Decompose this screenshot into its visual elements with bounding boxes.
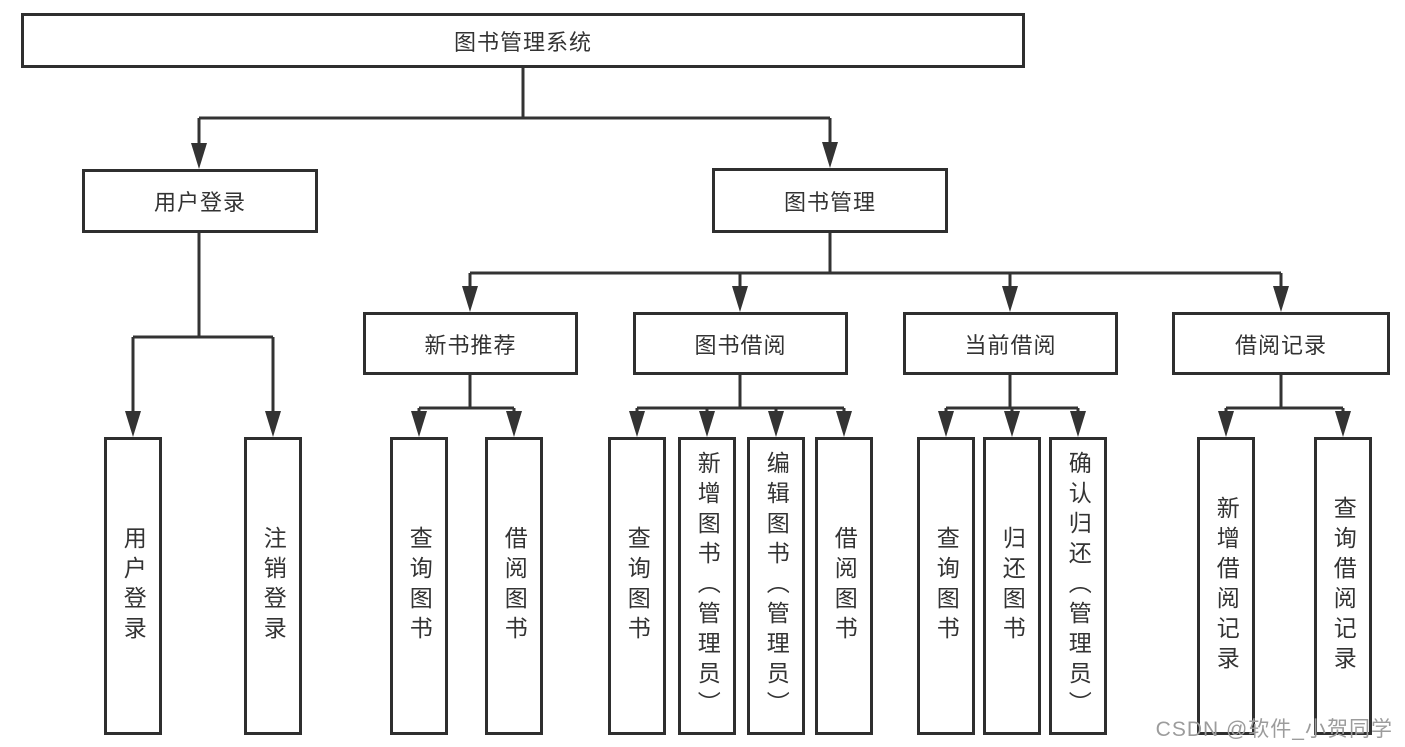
leaf-add-books-admin-label: 新增图书（管理员） [694,451,721,721]
leaf-query-books-recommend: 查询图书 [390,437,448,735]
leaf-borrow-books-recommend: 借阅图书 [485,437,543,735]
leaf-borrow-books-label: 借阅图书 [831,526,858,646]
leaf-logout: 注销登录 [244,437,302,735]
leaf-return-books: 归还图书 [983,437,1041,735]
leaf-add-borrow-record-label: 新增借阅记录 [1213,496,1240,676]
leaf-query-borrow-record: 查询借阅记录 [1314,437,1372,735]
node-book-borrowing: 图书借阅 [633,312,848,375]
node-book-management: 图书管理 [712,168,948,233]
csdn-watermark: CSDN @软件_小贺同学 [1155,718,1393,741]
node-current-borrowing-label: 当前借阅 [964,332,1057,358]
leaf-logout-label: 注销登录 [260,526,287,646]
leaf-return-books-label: 归还图书 [999,526,1026,646]
leaf-query-books-borrow: 查询图书 [608,437,666,735]
leaf-edit-books-admin-label: 编辑图书（管理员） [763,451,790,721]
leaf-add-books-admin: 新增图书（管理员） [678,437,736,735]
leaf-query-books-recommend-label: 查询图书 [406,526,433,646]
leaf-query-books-current-label: 查询图书 [933,526,960,646]
leaf-query-books-current: 查询图书 [917,437,975,735]
leaf-borrow-books-recommend-label: 借阅图书 [501,526,528,646]
leaf-edit-books-admin: 编辑图书（管理员） [747,437,805,735]
leaf-query-books-borrow-label: 查询图书 [624,526,651,646]
node-book-management-label: 图书管理 [783,189,876,215]
node-new-book-recommend-label: 新书推荐 [424,332,517,358]
node-borrowing-records-label: 借阅记录 [1234,332,1327,358]
node-user-login: 用户登录 [82,169,318,233]
node-root-label: 图书管理系统 [453,29,592,55]
leaf-confirm-return-admin: 确认归还（管理员） [1049,437,1107,735]
leaf-query-borrow-record-label: 查询借阅记录 [1330,496,1357,676]
node-current-borrowing: 当前借阅 [903,312,1118,375]
leaf-user-login: 用户登录 [104,437,162,735]
arrowheads [125,142,1351,437]
node-new-book-recommend: 新书推荐 [363,312,578,375]
node-borrowing-records: 借阅记录 [1172,312,1390,375]
leaf-add-borrow-record: 新增借阅记录 [1197,437,1255,735]
node-root: 图书管理系统 [21,13,1025,68]
leaf-confirm-return-admin-label: 确认归还（管理员） [1065,451,1092,721]
leaf-user-login-label: 用户登录 [120,526,147,646]
node-book-borrowing-label: 图书借阅 [694,332,787,358]
node-user-login-label: 用户登录 [153,190,246,215]
leaf-borrow-books: 借阅图书 [815,437,873,735]
